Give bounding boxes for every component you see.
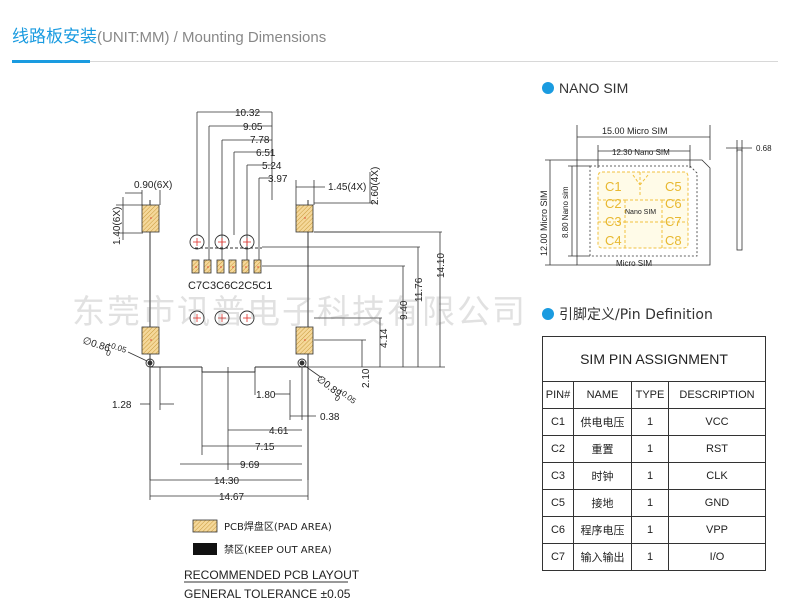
contact-c8: C8 (665, 233, 682, 248)
dim-715: 7.15 (255, 442, 275, 453)
contact-c6: C6 (665, 196, 682, 211)
dim-651: 6.51 (256, 148, 276, 159)
pad-center-marks (150, 217, 306, 341)
bottom-dim-leaders (140, 367, 316, 500)
bullet-dot-icon (542, 308, 554, 320)
contact-c3: C3 (605, 214, 622, 229)
svg-text:0: 0 (333, 394, 342, 404)
hole-left-label: ∅0.86 +0.05 0 (81, 335, 128, 358)
col-header: PIN# (542, 381, 574, 409)
bullet-dot-icon (542, 82, 554, 94)
col-header: DESCRIPTION (668, 381, 766, 409)
table-header-row: PIN# NAME TYPE DESCRIPTION (542, 381, 766, 409)
dim-180: 1.80 (256, 390, 276, 401)
header-title-cn: 线路板安装 (12, 27, 97, 47)
pcb-pin-circles (145, 234, 307, 368)
dim-thickness: 0.68 (756, 144, 772, 153)
nano-sim-title: NANO SIM (542, 80, 628, 96)
hole-leaders (127, 351, 323, 379)
header-divider (12, 61, 778, 62)
dim-940: 9.40 (399, 300, 410, 320)
dim-micro-width: 15.00 Micro SIM (602, 126, 668, 136)
dim-128: 1.28 (112, 400, 132, 411)
dim-nano-height: 8.80 Nano sim (561, 186, 570, 238)
table-caption: SIM PIN ASSIGNMENT (542, 336, 766, 382)
legend-keepout-label: 禁区(KEEP OUT AREA) (224, 544, 332, 556)
circle-crosshairs (193, 238, 259, 322)
pin-definition-title: 引脚定义/Pin Definition (542, 304, 713, 324)
header-accent-bar (12, 60, 90, 63)
dim-nano-width: 12.30 Nano SIM (612, 148, 670, 157)
dim-461: 4.61 (269, 426, 289, 437)
dim-1410: 14.10 (436, 253, 447, 278)
legend-pad-label: PCB焊盘区(PAD AREA) (224, 520, 332, 533)
company-watermark: 东莞市讯普电子科技有限公司 (72, 292, 527, 331)
dim-260-label: 2.60(4X) (370, 167, 381, 205)
dim-1176: 11.76 (414, 277, 425, 302)
dim-090-leader (125, 190, 161, 205)
dim-905: 9.05 (243, 122, 263, 133)
pcb-pads (141, 204, 314, 355)
contact-c4: C4 (605, 233, 622, 248)
pin-labels-row: C7C3C6C2C5C1 (188, 280, 272, 292)
dim-140-label: 1.40(6X) (112, 207, 123, 245)
col-header: TYPE (631, 381, 669, 409)
dim-414: 4.14 (379, 328, 390, 348)
col-header: NAME (573, 381, 632, 409)
svg-text:0: 0 (105, 348, 113, 358)
micro-bottom-label: Micro SIM (616, 259, 652, 268)
dim-038: 0.38 (320, 412, 340, 423)
nano-card-label: Nano SIM (625, 209, 656, 216)
dim-778: 7.78 (250, 135, 270, 146)
right-dim-leaders (262, 231, 445, 368)
dim-1467: 14.67 (219, 492, 244, 503)
dim-1032: 10.32 (235, 108, 260, 119)
nano-sim-drawing: 15.00 Micro SIM 12.30 Nano SIM 12.00 Mic… (539, 125, 772, 268)
header-title-en: (UNIT:MM) / Mounting Dimensions (97, 29, 327, 46)
dim-micro-height: 12.00 Micro SIM (539, 190, 549, 256)
hole-right-label: ∅0.89 +0.05 0 (314, 374, 358, 406)
legend-keepout-swatch (193, 543, 217, 555)
dim-1430: 14.30 (214, 476, 239, 487)
dim-090-label: 0.90(6X) (134, 180, 172, 191)
contact-c1: C1 (605, 179, 622, 194)
dim-524: 5.24 (262, 161, 282, 172)
dim-397: 3.97 (268, 174, 288, 185)
dim-210: 2.10 (361, 368, 372, 388)
contact-c2: C2 (605, 196, 622, 211)
page-header: 线路板安装(UNIT:MM) / Mounting Dimensions (12, 22, 326, 52)
dim-140-leader (116, 197, 143, 240)
dim-969: 9.69 (240, 460, 260, 471)
footer-line1: RECOMMENDED PCB LAYOUT (184, 568, 360, 582)
footer-line2: GENERAL TOLERANCE ±0.05 (184, 587, 351, 601)
dim-145-label: 1.45(4X) (328, 182, 366, 193)
legend-pad-swatch (192, 519, 218, 533)
contact-c5: C5 (665, 179, 682, 194)
pin-assignment-table: SIM PIN ASSIGNMENT PIN# NAME TYPE DESCRI… (542, 336, 766, 571)
contact-c7: C7 (665, 214, 682, 229)
